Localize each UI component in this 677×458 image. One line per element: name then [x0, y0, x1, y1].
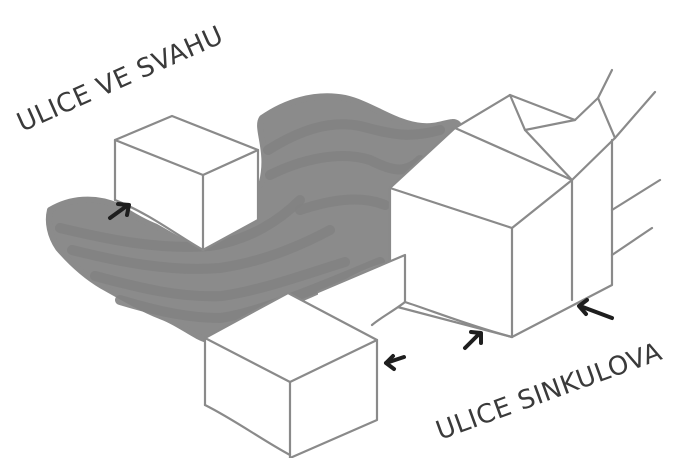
entrance-arrow-connector [384, 354, 406, 371]
building-block-b [388, 68, 662, 339]
building-block-c [203, 291, 379, 458]
building-block-connector [316, 253, 514, 339]
street-label-sinkulova: ULICE SINKULOVA [432, 337, 666, 447]
street-label-ve-svahu: ULICE VE SVAHU [13, 20, 228, 138]
entrance-arrow-upper-left [108, 202, 131, 220]
entrance-arrow-block-b-front [463, 330, 483, 350]
entrance-arrow-block-b-side [577, 298, 614, 320]
building-block-a [113, 114, 260, 252]
